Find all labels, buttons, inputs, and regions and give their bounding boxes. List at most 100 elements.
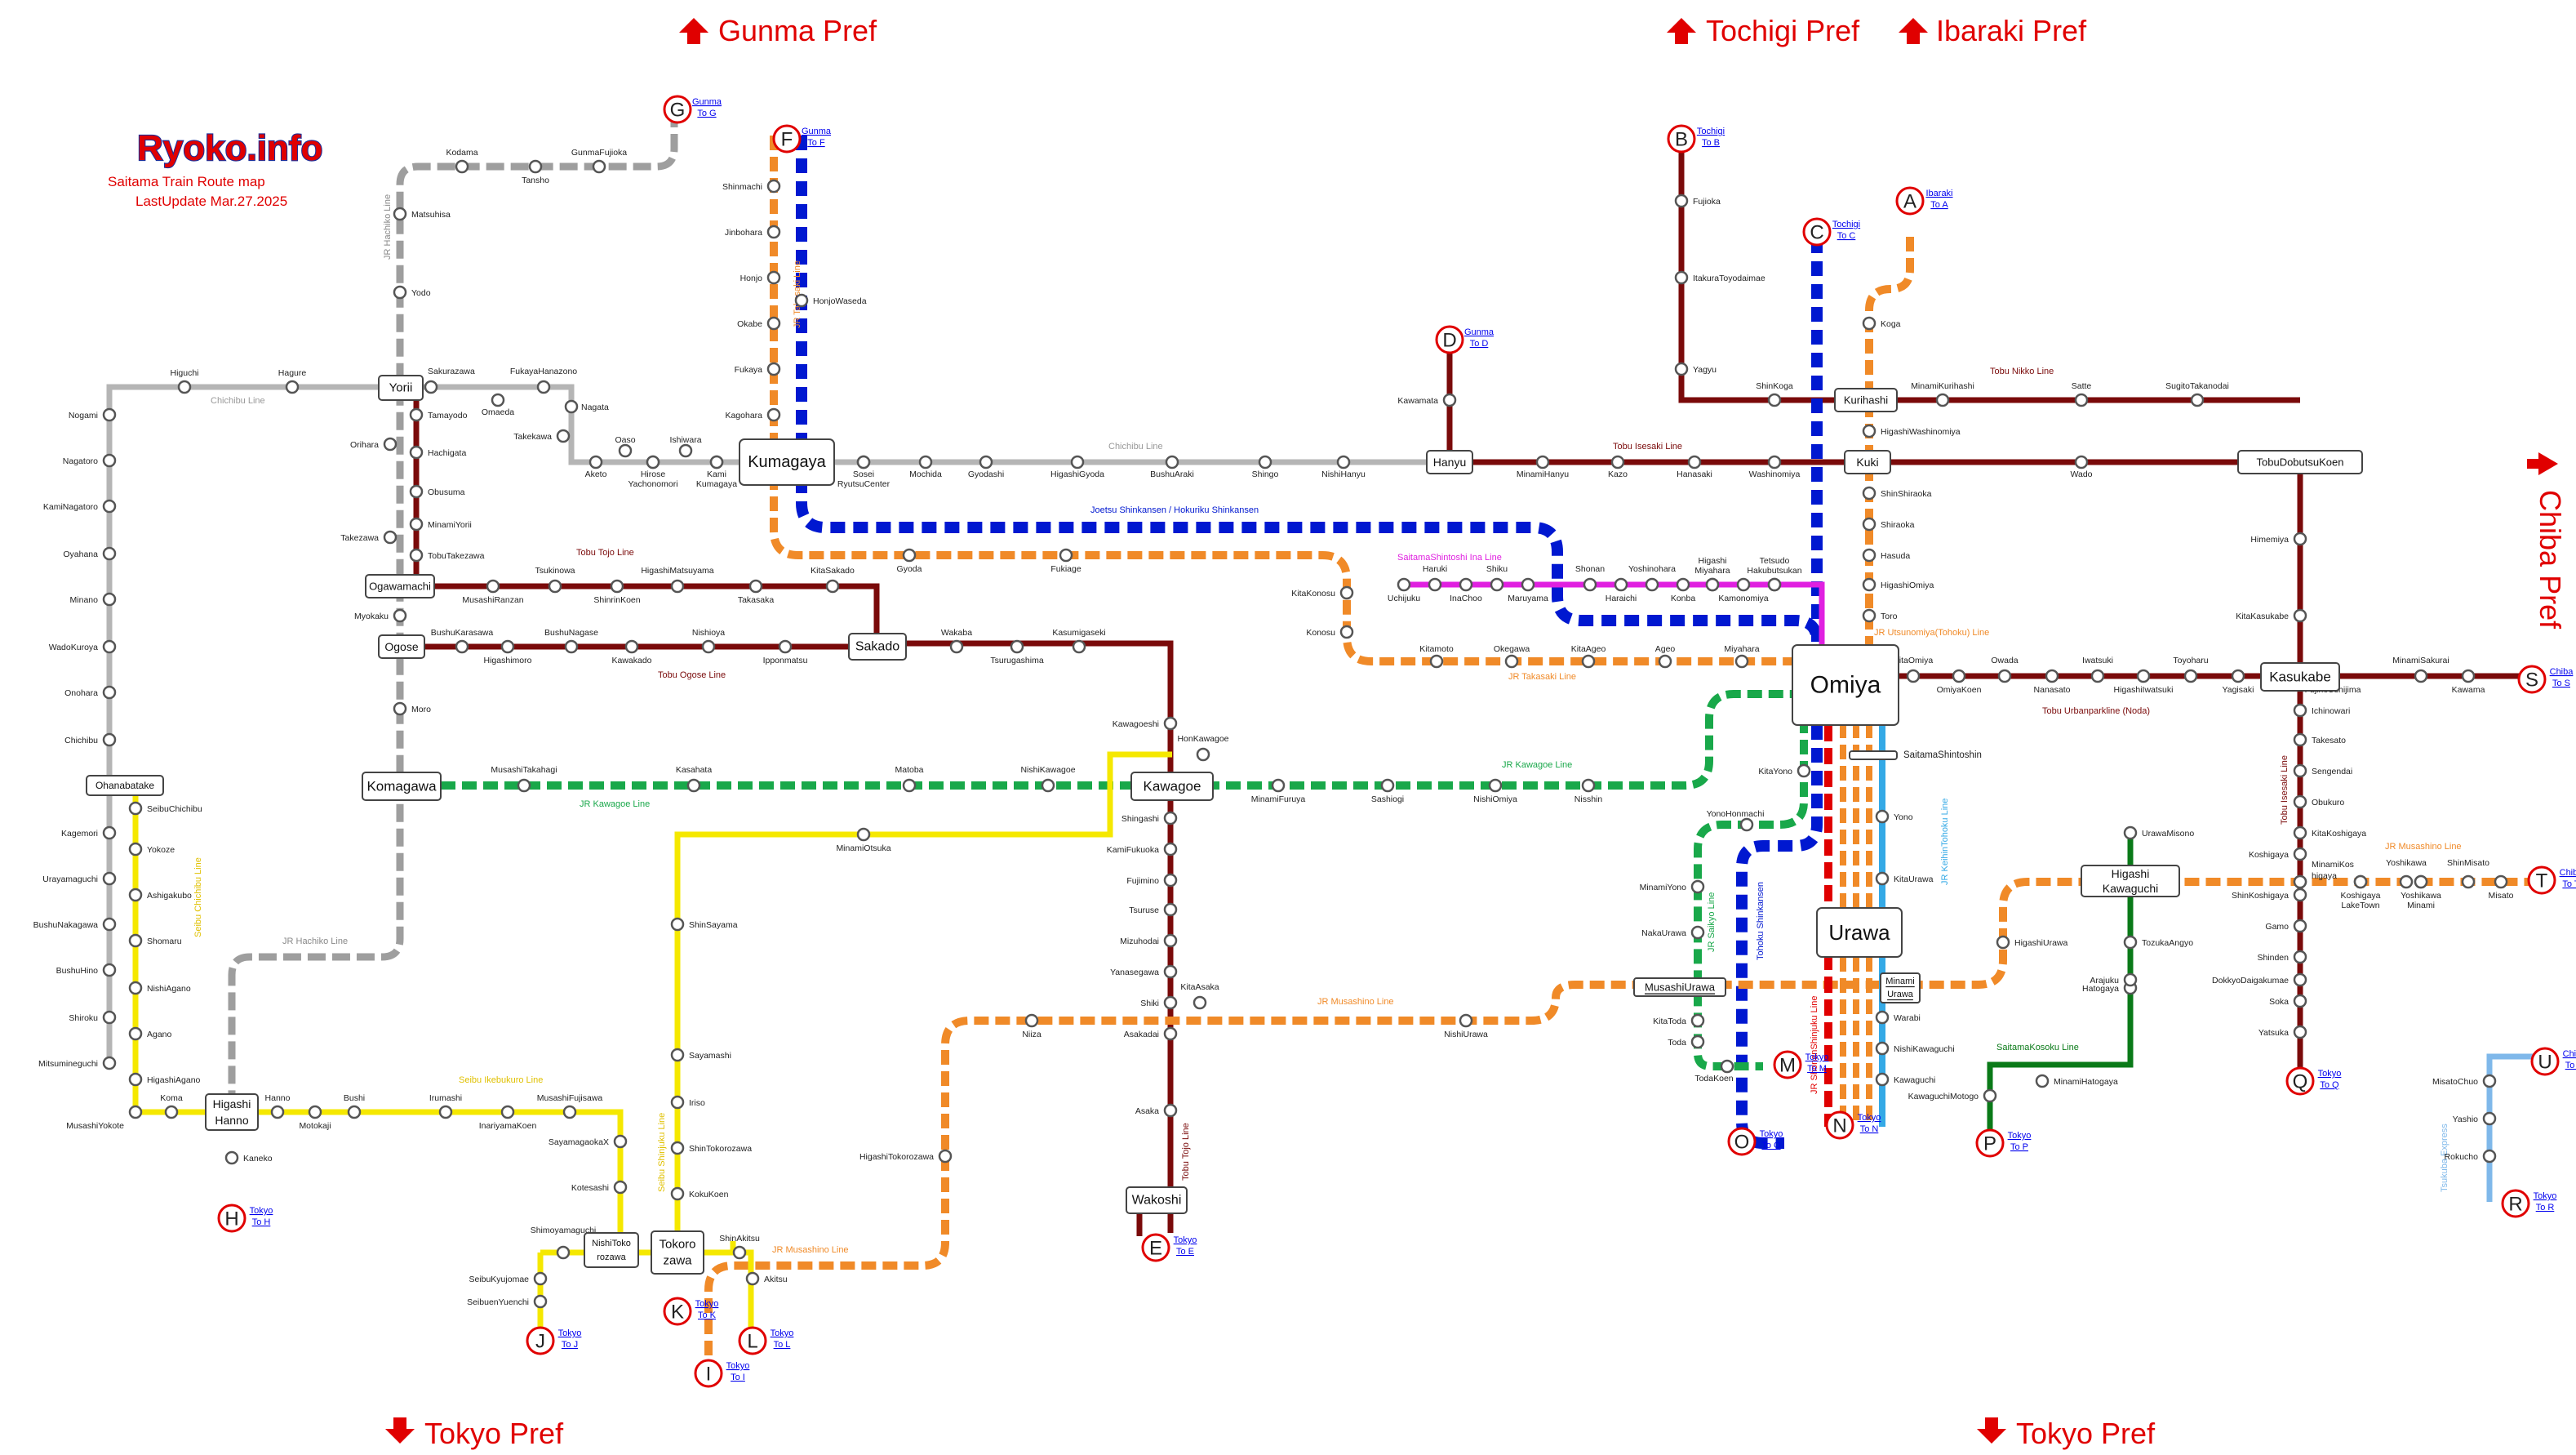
- station-dot[interactable]: [1875, 871, 1890, 886]
- station-okegawa[interactable]: Okegawa: [1494, 644, 1530, 669]
- exit-link[interactable]: Chiba: [2550, 667, 2574, 677]
- station-higashigyoda[interactable]: HigashiGyoda: [1050, 455, 1104, 479]
- station-asakadai[interactable]: Asakadai: [1124, 1026, 1178, 1041]
- exit-link-to[interactable]: To A: [1930, 200, 1948, 210]
- station-dot[interactable]: [1336, 455, 1351, 469]
- station-dot[interactable]: [1581, 778, 1596, 793]
- station-dot[interactable]: [1739, 817, 1754, 832]
- station-dot[interactable]: [1797, 763, 1811, 778]
- station-dot[interactable]: [1442, 393, 1457, 407]
- station-dot[interactable]: [2293, 532, 2307, 546]
- station-kitatoda[interactable]: KitaToda: [1653, 1013, 1705, 1028]
- hub-ogose[interactable]: Ogose: [378, 634, 425, 659]
- station-dot[interactable]: [102, 639, 117, 654]
- station-himemiya[interactable]: Himemiya: [2250, 532, 2307, 546]
- station-dot[interactable]: [1271, 778, 1286, 793]
- station-dot[interactable]: [646, 455, 660, 469]
- station-irumashi[interactable]: Irumashi: [429, 1093, 462, 1119]
- station-shonan[interactable]: Shonan: [1575, 564, 1605, 592]
- station-dot[interactable]: [409, 548, 424, 563]
- station-shinshiraoka[interactable]: ShinShiraoka: [1862, 486, 1932, 501]
- station-warabi[interactable]: Warabi: [1875, 1010, 1921, 1025]
- station-kodama[interactable]: Kodama: [446, 148, 478, 174]
- exit-link[interactable]: Chiba: [2560, 868, 2576, 878]
- station-dot[interactable]: [1862, 577, 1876, 592]
- exit-circle[interactable]: [1141, 1233, 1170, 1262]
- station-yonohonmachi[interactable]: YonoHonmachi: [1707, 809, 1765, 832]
- station-dot[interactable]: [455, 159, 469, 174]
- station-dot[interactable]: [670, 1048, 685, 1062]
- station-omaeda[interactable]: Omaeda: [482, 393, 514, 417]
- exit-link-to[interactable]: To R: [2536, 1203, 2555, 1212]
- station-dot[interactable]: [270, 1105, 285, 1119]
- station-dot[interactable]: [588, 455, 603, 469]
- station-dot[interactable]: [491, 393, 505, 407]
- station-hagure[interactable]: Hagure: [278, 368, 307, 394]
- station-takesato[interactable]: Takesato: [2293, 732, 2346, 747]
- station-dot[interactable]: [766, 225, 781, 239]
- exit-circle[interactable]: [2517, 665, 2547, 694]
- station-fukayahanazono[interactable]: FukayaHanazono: [510, 367, 577, 394]
- station-kazo[interactable]: Kazo: [1608, 455, 1628, 479]
- station-kagemori[interactable]: Kagemori: [61, 825, 117, 840]
- station-yono[interactable]: Yono: [1875, 809, 1913, 824]
- station-dot[interactable]: [2293, 874, 2307, 889]
- station-shiroku[interactable]: Shiroku: [69, 1010, 117, 1025]
- station-kitaasaka[interactable]: KitaAsaka: [1180, 982, 1219, 1010]
- station-laketown[interactable]: LakeTown: [2341, 874, 2380, 910]
- station-minamiyono[interactable]: MinamiYono: [1640, 879, 1705, 894]
- station-dot[interactable]: [1583, 577, 1597, 592]
- station-sashiogi[interactable]: Sashiogi: [1371, 778, 1404, 804]
- station-sakurazawa[interactable]: Sakurazawa: [424, 367, 475, 394]
- station-nishihanyu[interactable]: NishiHanyu: [1321, 455, 1366, 479]
- station-dot[interactable]: [856, 827, 871, 842]
- station-kamonomiya[interactable]: Kamonomiya: [1718, 577, 1769, 603]
- station-kaneko[interactable]: Kaneko: [224, 1150, 273, 1165]
- station-konosu[interactable]: Konosu: [1306, 625, 1354, 639]
- exit-link[interactable]: Gunma: [1464, 327, 1495, 337]
- station-yokoze[interactable]: Yokoze: [128, 842, 175, 857]
- station-haruki[interactable]: Haruki: [1423, 564, 1447, 592]
- station-yatsuka[interactable]: Yatsuka: [2258, 1025, 2307, 1039]
- station-dot[interactable]: [670, 917, 685, 932]
- station-dot[interactable]: [709, 455, 724, 469]
- station-dot[interactable]: [1862, 316, 1876, 331]
- station-urayamaguchi[interactable]: Urayamaguchi: [42, 871, 117, 886]
- station-dot[interactable]: [564, 399, 579, 414]
- exit-circle[interactable]: [1825, 1110, 1854, 1140]
- station-kumagaya[interactable]: Kumagaya: [696, 455, 737, 489]
- station-matoba[interactable]: Matoba: [895, 765, 924, 793]
- exit-link-to[interactable]: To P: [2010, 1142, 2028, 1152]
- station-dot[interactable]: [766, 270, 781, 285]
- exit-link-to[interactable]: To H: [252, 1217, 271, 1227]
- station-bushukarasawa[interactable]: BushuKarasawa: [431, 628, 494, 654]
- station-gyoda[interactable]: Gyoda: [897, 548, 922, 574]
- station-dot[interactable]: [2293, 703, 2307, 718]
- station-yodo[interactable]: Yodo: [393, 285, 431, 300]
- station-dot[interactable]: [102, 871, 117, 886]
- station-tamayodo[interactable]: Tamayodo: [409, 407, 468, 422]
- station-dot[interactable]: [1339, 625, 1354, 639]
- station-dot[interactable]: [618, 443, 633, 458]
- line-jr-takasaki[interactable]: [770, 136, 1792, 665]
- station-kitaomiya[interactable]: KitaOmiya: [1894, 656, 1934, 683]
- line-chichibu-main[interactable]: [400, 384, 1559, 465]
- station-dot[interactable]: [393, 608, 407, 623]
- line-seibu-misc[interactable]: [537, 1241, 754, 1339]
- station-takasaka[interactable]: Takasaka: [738, 579, 775, 605]
- exit-link-to[interactable]: To D: [1470, 339, 1489, 349]
- station-dot[interactable]: [564, 639, 579, 654]
- station-dot[interactable]: [2045, 669, 2059, 683]
- exit-circle[interactable]: [526, 1326, 555, 1355]
- station-matsuhisa[interactable]: Matsuhisa: [393, 207, 451, 221]
- station-bushunakagawa[interactable]: BushuNakagawa: [33, 917, 117, 932]
- station-arajuku[interactable]: Arajuku: [2090, 972, 2138, 987]
- exit-link[interactable]: Tokyo: [250, 1206, 273, 1216]
